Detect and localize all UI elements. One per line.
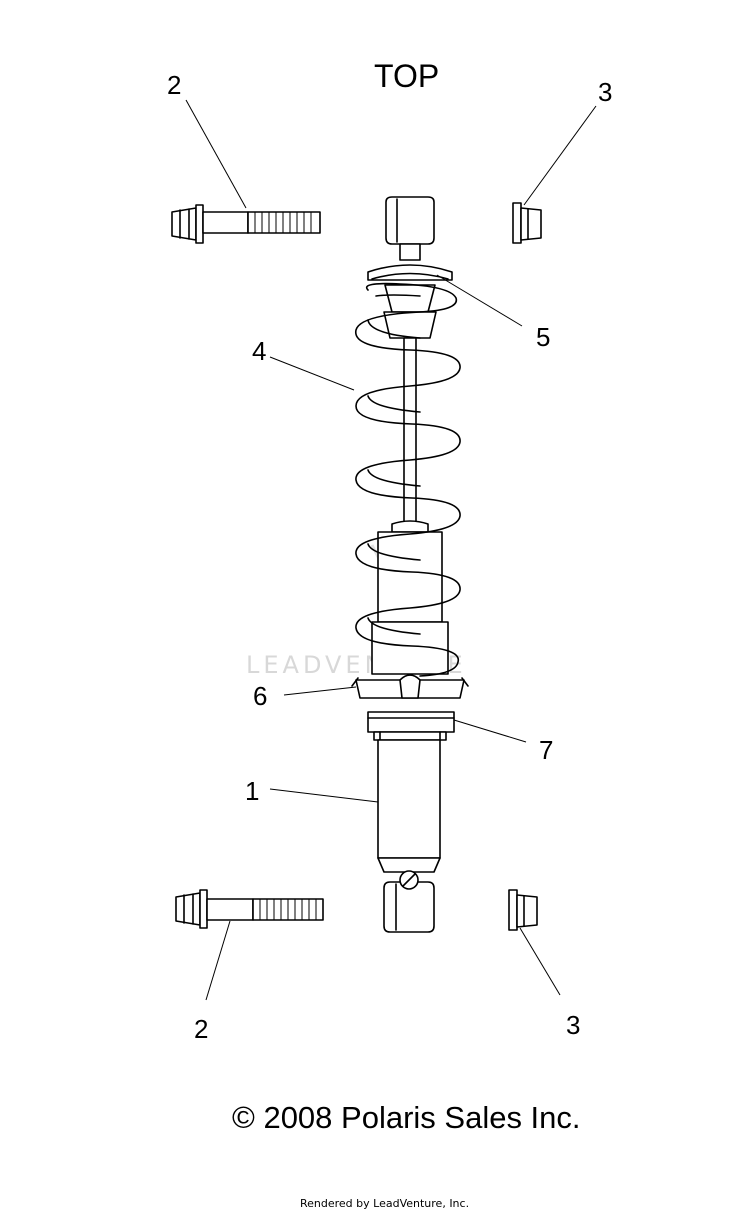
callout-2-bottom: 2 (194, 1014, 208, 1044)
bottom-nut-part (508, 889, 538, 931)
callout-5: 5 (536, 322, 550, 352)
leader-lines (185, 99, 597, 1001)
callout-6: 6 (253, 681, 267, 711)
coil-spring (355, 282, 461, 677)
callout-3-bottom: 3 (566, 1010, 580, 1040)
leader-shock (269, 788, 379, 803)
leader-spring (269, 356, 355, 391)
callout-2-top: 2 (167, 70, 181, 100)
leader-adjuster (453, 719, 527, 743)
leader-bolt-bottom (205, 920, 231, 1001)
leader-nut-bottom (519, 927, 561, 996)
leader-bolt-top (185, 99, 247, 209)
callout-4: 4 (252, 336, 266, 366)
top-label: TOP (374, 58, 439, 94)
callout-1: 1 (245, 776, 259, 806)
copyright-text: © 2008 Polaris Sales Inc. (232, 1100, 581, 1135)
top-bolt-part (171, 204, 321, 244)
leader-nut-top (523, 105, 597, 206)
leader-clip (283, 686, 357, 696)
leader-retainer (436, 274, 523, 327)
callout-7: 7 (539, 735, 553, 765)
top-nut-part (512, 202, 542, 244)
footer-credit: Rendered by LeadVenture, Inc. (300, 1197, 469, 1210)
bottom-bolt-part (175, 889, 324, 929)
callout-3-top: 3 (598, 77, 612, 107)
